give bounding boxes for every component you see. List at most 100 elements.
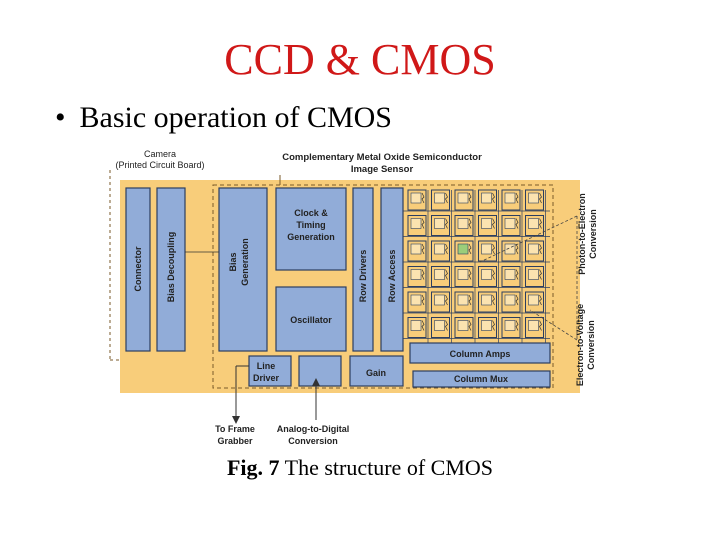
pixel-transistor [445,218,448,229]
pixel-transistor [539,294,542,306]
photodiode [410,320,422,331]
photodiode [457,192,469,204]
sensor-outline [212,184,554,389]
row-drivers-block [352,187,374,352]
photodiode [434,218,445,229]
bias-decoupling-block [156,187,186,352]
photodiode [481,243,492,255]
photodiode [410,294,422,306]
row-drivers-label: Row Drivers [358,250,368,303]
bias-decoupling-label: Bias Decoupling [166,232,176,303]
pixel-transistor [515,218,519,229]
oscillator-label: Oscillator [290,315,332,325]
pixel-transistor [492,269,495,280]
photodiode [481,269,492,280]
pixel-transistor [515,269,519,280]
photon-label-2: Conversion [588,209,598,259]
sensor-label-1: Complementary Metal Oxide Semiconductor [282,152,482,163]
pixel-transistor [421,320,425,331]
pixel-transistor [445,320,448,331]
row-access-label: Row Access [387,250,397,303]
bias-generation-label-2: Generation [240,238,250,286]
adc-block [298,355,342,387]
pixel-transistor [515,294,519,306]
photodiode [410,243,422,255]
pixel-transistor [445,192,448,204]
pixel-transistor [492,243,495,255]
caption-text: The structure of CMOS [279,455,494,480]
photodiode [434,243,445,255]
line-driver-label-2: Driver [253,373,280,383]
column-amps-block [409,342,551,364]
photodiode [528,294,539,306]
pixel-transistor [445,294,448,306]
pixel-transistor [468,269,472,280]
pixel-transistor [539,218,542,229]
pixel-transistor [539,320,542,331]
photodiode [481,192,492,204]
pixel-transistor [515,320,519,331]
column-amps-label: Column Amps [450,349,511,359]
photodiode [481,320,492,331]
frame-grabber-label-1: To Frame [215,424,255,434]
photodiode [410,192,422,204]
clock-label-3: Generation [287,232,335,242]
slide-title: CCD & CMOS [224,35,496,84]
pixel-transistor [468,294,472,306]
pixel-transistor [421,243,425,255]
photodiode [504,218,516,229]
oscillator-block [275,286,347,352]
photodiode [504,294,516,306]
pixel-transistor [468,243,472,255]
photodiode [504,243,516,255]
photodiode [457,269,469,280]
clock-label-2: Timing [296,220,325,230]
photodiode [457,294,469,306]
gain-block [349,355,404,387]
column-mux-block [412,370,551,388]
photodiode [504,269,516,280]
electron-callout-line [529,309,578,341]
photodiode [481,218,492,229]
pixel-transistor [468,192,472,204]
photodiode [434,320,445,331]
bias-generation-block [218,187,268,352]
photodiode [528,243,539,255]
bullet-item: •Basic operation of CMOS [55,101,392,135]
camera-label-1: Camera [144,149,176,159]
photodiode [528,218,539,229]
bullet-text: Basic operation of CMOS [79,101,392,134]
connector-block [125,187,151,352]
photodiode [434,294,445,306]
photodiode [504,320,516,331]
figure-caption: Fig. 7 The structure of CMOS [0,455,720,481]
gain-label: Gain [366,368,386,378]
pixel-transistor [539,192,542,204]
camera-label-2: (Printed Circuit Board) [115,160,204,170]
pixel-transistor [421,294,425,306]
pixel-transistor [468,218,472,229]
pixel-transistor [539,269,542,280]
pixel-transistor [445,269,448,280]
photodiode [504,192,516,204]
pixel-transistor [515,192,519,204]
electron-label-1: Electron-to-Voltage [575,304,585,386]
photon-callout-line [479,215,578,263]
clock-timing-block [275,187,347,271]
pixel-transistor [492,320,495,331]
line-driver-block [248,355,292,387]
clock-label-1: Clock & [294,208,328,218]
pixel-transistor [492,294,495,306]
pixel-array [403,189,550,343]
photodiode [434,192,445,204]
pixel-transistor [421,269,425,280]
photodiode [528,320,539,331]
pixel-transistor [468,320,472,331]
caption-figure-number: Fig. 7 [226,455,280,480]
line-driver-label-1: Line [257,361,276,371]
photodiode [457,320,469,331]
highlighted-photodiode [457,243,469,255]
column-mux-label: Column Mux [454,374,508,384]
photodiode [528,269,539,280]
photodiode [410,218,422,229]
